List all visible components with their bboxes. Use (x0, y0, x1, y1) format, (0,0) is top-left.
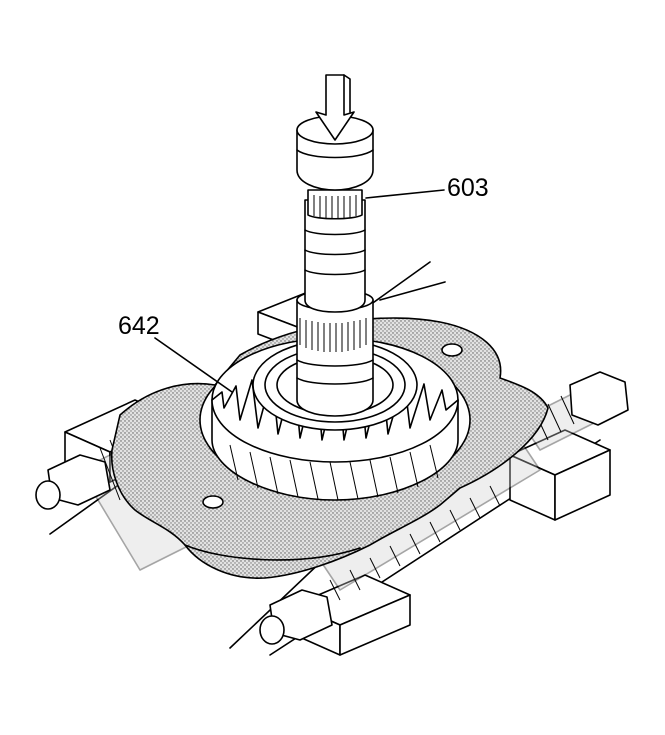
press-adapter (296, 115, 374, 191)
callout-642: 642 (118, 312, 160, 340)
bolt-nuts (35, 371, 629, 645)
leader-lines (154, 189, 445, 393)
press-arrow-icon (315, 74, 355, 141)
output-shaft (296, 189, 374, 417)
callout-603: 603 (447, 174, 489, 202)
